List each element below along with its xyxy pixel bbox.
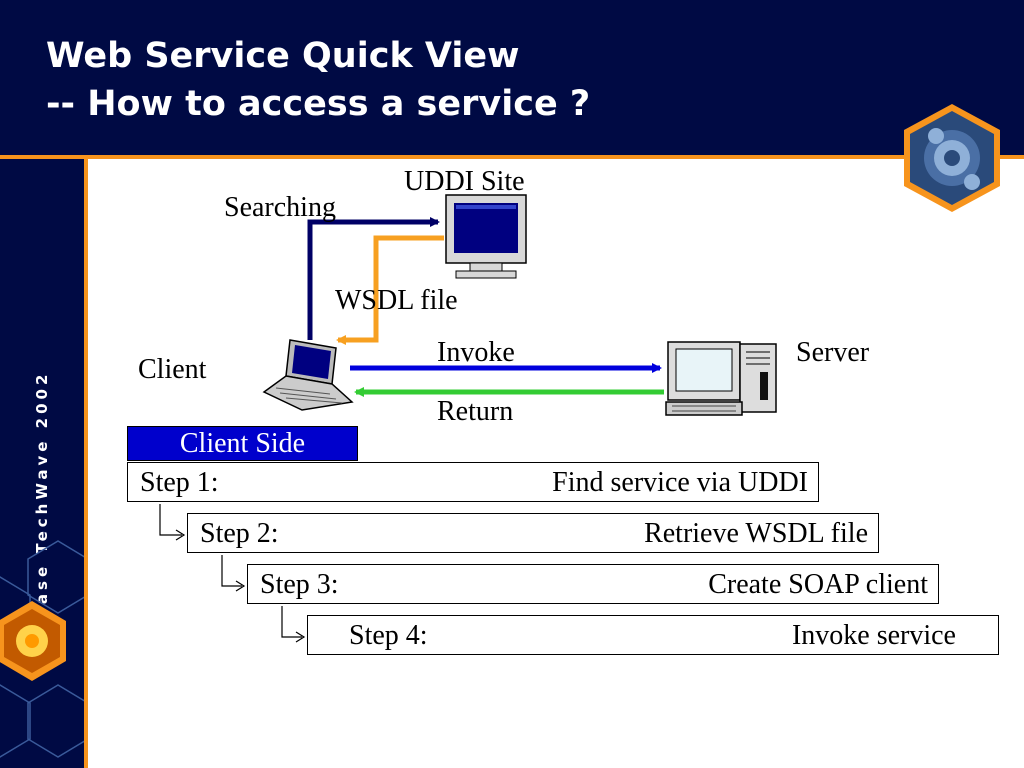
sidebar: Sybase TechWave 2002 [0,159,84,768]
step-connectors [159,504,306,643]
uddi-monitor-icon [445,194,527,279]
header-banner [0,0,1024,155]
client-laptop-icon [262,339,354,411]
step-3-action: Create SOAP client [708,569,928,600]
page-subtitle: -- How to access a service ? [46,84,591,124]
step-2-box: Step 2: Retrieve WSDL file [187,513,879,553]
sidebar-hex-decoration [0,540,84,758]
sidebar-divider [84,159,88,768]
uddi-site-label: UDDI Site [404,166,525,197]
wsdl-arrow [336,235,444,345]
step-3-box: Step 3: Create SOAP client [247,564,939,604]
step-1-label: Step 1: [140,467,219,498]
client-side-tab: Client Side [127,426,358,461]
step-1-box: Step 1: Find service via UDDI [127,462,819,502]
step-2-label: Step 2: [200,518,279,549]
step-4-box: Step 4: Invoke service [307,615,999,655]
step-1-action: Find service via UDDI [552,467,808,498]
page-title: Web Service Quick View [46,36,520,76]
server-computer-icon [665,341,777,416]
invoke-label: Invoke [437,337,515,368]
step-3-label: Step 3: [260,569,339,600]
return-label: Return [437,396,514,427]
gear-logo-icon [904,104,1000,212]
step-4-action: Invoke service [791,620,956,651]
searching-label: Searching [224,192,336,223]
searching-arrow [307,217,440,340]
header-divider [0,155,1024,159]
client-label: Client [138,354,207,385]
server-label: Server [796,337,870,368]
step-4-label: Step 4: [349,620,428,651]
wsdl-file-label: WSDL file [335,285,458,316]
step-2-action: Retrieve WSDL file [644,518,868,549]
